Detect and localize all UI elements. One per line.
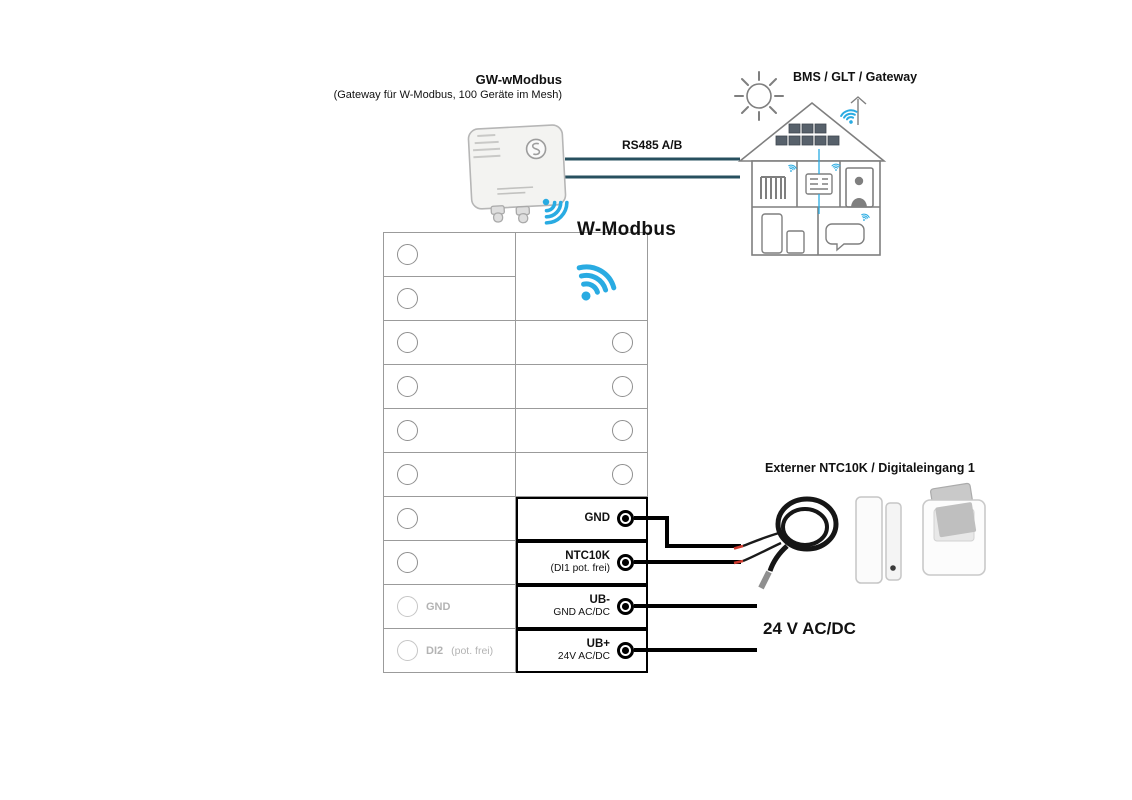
- terminal-sublabel: GND AC/DC: [553, 606, 610, 618]
- room-wifi-icon: [786, 163, 798, 174]
- terminal-cell: [384, 453, 516, 497]
- wmodbus-label: W-Modbus: [577, 219, 677, 240]
- boiler-icon: [761, 213, 805, 254]
- terminal-connector-icon: [617, 598, 634, 615]
- antenna-icon: [850, 96, 867, 125]
- terminal-cell-gnd-left: GND: [384, 585, 516, 629]
- bms-house-illustration: [734, 71, 887, 256]
- terminal-cell: [516, 365, 648, 409]
- terminal-cell-ub-plus: UB+ 24V AC/DC: [516, 629, 648, 673]
- terminal-cell: [516, 409, 648, 453]
- terminal-cell: [384, 497, 516, 541]
- terminal-cell: [384, 409, 516, 453]
- device-wifi-icon: [531, 187, 573, 229]
- terminal-label: DI2: [426, 644, 444, 657]
- terminal-circle: [397, 640, 418, 661]
- terminal-cell: [384, 233, 516, 277]
- terminal-block: GND NTC10K (DI1 pot. frei) GND UB- GND A…: [383, 232, 649, 673]
- terminal-circle: [397, 376, 418, 397]
- wire-gnd: [634, 516, 741, 548]
- gateway-title: GW-wModbus: [475, 72, 562, 87]
- power-label: 24 V AC/DC: [763, 619, 856, 638]
- house-wifi-icon: [839, 107, 861, 127]
- terminal-cell: [384, 365, 516, 409]
- terminal-circle: [397, 552, 418, 573]
- gateway-device-illustration: [467, 124, 567, 224]
- room-wifi-icon: [831, 163, 841, 172]
- terminal-circle: [612, 332, 633, 353]
- terminal-cell: [384, 321, 516, 365]
- radiator-icon: [760, 176, 786, 199]
- terminal-circle: [612, 376, 633, 397]
- room-wifi-icon: [859, 212, 871, 223]
- rs485-label: RS485 A/B: [622, 138, 683, 152]
- terminal-wires: [634, 516, 757, 652]
- card-switch-illustration: [922, 482, 986, 576]
- external-devices-label: Externer NTC10K / Digitaleingang 1: [765, 461, 975, 475]
- terminal-cell-ntc10k: NTC10K (DI1 pot. frei): [516, 541, 648, 585]
- terminal-cell: [516, 321, 648, 365]
- terminal-circle: [397, 596, 418, 617]
- door-contact-illustration: [855, 496, 902, 584]
- gateway-heading: GW-wModbus (Gateway für W-Modbus, 100 Ge…: [300, 72, 562, 101]
- terminal-circle: [397, 420, 418, 441]
- solar-panels: [775, 123, 840, 146]
- terminal-connector-icon: [617, 554, 634, 571]
- terminal-cell-di2: DI2 (pot. frei): [384, 629, 516, 673]
- terminal-cell-gnd: GND: [516, 497, 648, 541]
- gateway-subtitle: (Gateway für W-Modbus, 100 Geräte im Mes…: [333, 89, 562, 101]
- terminal-cell: [384, 277, 516, 321]
- bms-label: BMS / GLT / Gateway: [793, 70, 918, 84]
- terminal-sublabel: (DI1 pot. frei): [550, 562, 610, 574]
- terminal-cell: [384, 541, 516, 585]
- terminal-circle: [397, 332, 418, 353]
- terminal-circle: [397, 288, 418, 309]
- terminal-cell: [516, 453, 648, 497]
- terminal-sublabel: 24V AC/DC: [557, 650, 610, 662]
- terminal-connector-icon: [617, 510, 634, 527]
- terminal-circle: [612, 464, 633, 485]
- terminal-label: GND: [584, 511, 610, 524]
- terminal-circle: [397, 464, 418, 485]
- terminal-circle: [612, 420, 633, 441]
- terminal-label: UB+: [586, 637, 610, 650]
- speech-bubble-icon: [825, 223, 865, 252]
- person-icon: [845, 167, 874, 208]
- wmodbus-cell: [516, 233, 648, 321]
- terminal-label: GND: [426, 600, 451, 613]
- thermostat-icon: [805, 173, 833, 195]
- terminal-circle: [397, 508, 418, 529]
- brand-logo-icon: [525, 138, 547, 160]
- terminal-connector-icon: [617, 642, 634, 659]
- sun-icon: [734, 71, 784, 121]
- terminal-label: UB-: [589, 593, 610, 606]
- terminal-cell-ub-minus: UB- GND AC/DC: [516, 585, 648, 629]
- terminal-note: (pot. frei): [451, 644, 494, 657]
- terminal-label: NTC10K: [565, 549, 610, 562]
- terminal-circle: [397, 244, 418, 265]
- ntc-cable-illustration: [733, 496, 839, 590]
